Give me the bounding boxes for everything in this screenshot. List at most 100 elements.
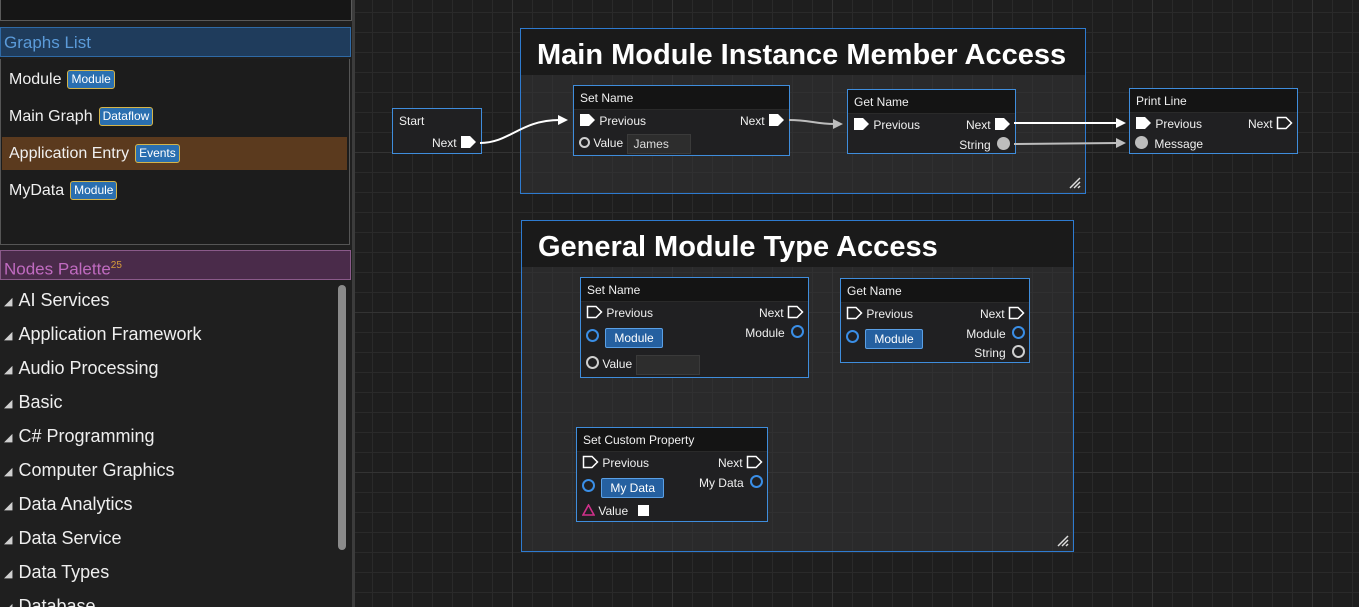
graphs-list-header[interactable]: Graphs List [0, 27, 351, 57]
category-label: Computer Graphics [18, 460, 175, 480]
flow-in-pin-icon[interactable] [586, 305, 603, 319]
expand-triangle-icon[interactable]: ◢ [4, 534, 13, 546]
node-title: Get Name [848, 90, 1015, 114]
next-output-row: Next [432, 133, 477, 153]
palette-category-data-analytics[interactable]: ◢Data Analytics [4, 492, 133, 518]
flow-out-pin-icon[interactable] [460, 135, 477, 149]
flow-in-pin-icon[interactable] [579, 113, 596, 127]
expand-triangle-icon[interactable]: ◢ [4, 500, 13, 512]
palette-category-csharp-programming[interactable]: ◢ C# Programming [4, 424, 155, 450]
nodes-palette-header[interactable]: Nodes Palette25 [0, 250, 351, 280]
flow-in-pin-icon[interactable] [582, 455, 599, 469]
graph-type-badge: Module [70, 181, 118, 200]
value-checkbox[interactable] [637, 505, 649, 516]
graph-item-mydata[interactable]: MyData Module [2, 174, 347, 207]
flow-out-pin-icon[interactable] [1276, 116, 1293, 130]
expand-triangle-icon[interactable]: ◢ [4, 466, 13, 478]
expand-triangle-icon[interactable]: ◢ [4, 568, 13, 580]
flow-out-pin-icon[interactable] [768, 113, 785, 127]
flow-in-pin-icon[interactable] [1135, 116, 1152, 130]
data-in-pin-icon[interactable] [586, 356, 599, 369]
node-set-name[interactable]: Set Name Previous Next Value James [573, 85, 790, 156]
flow-in-pin-icon[interactable] [853, 117, 870, 131]
pin-label: Previous [599, 114, 647, 128]
group-title[interactable]: General Module Type Access [522, 221, 1073, 267]
expand-triangle-icon[interactable]: ◢ [4, 330, 13, 342]
pin-label: Previous [866, 307, 914, 321]
module-input-row: Module [846, 328, 923, 349]
expand-triangle-icon[interactable]: ◢ [4, 296, 13, 308]
palette-category-ai-services[interactable]: ◢AI Services [4, 288, 110, 314]
graph-item-application-entry[interactable]: Application Entry Events [2, 137, 347, 170]
panel-splitter[interactable] [352, 0, 355, 607]
previous-input-row: Previous [853, 115, 920, 135]
value-input[interactable] [635, 354, 700, 375]
data-out-pin-icon[interactable] [1012, 345, 1025, 358]
node-start[interactable]: Start Next [392, 108, 482, 154]
module-out-pin-icon[interactable] [791, 325, 804, 338]
data-output-row: My Data [699, 473, 763, 493]
expand-triangle-icon[interactable]: ◢ [4, 398, 13, 410]
message-input-row: Message [1135, 134, 1203, 154]
module-in-pin-icon[interactable] [846, 330, 859, 343]
resize-grip-icon[interactable] [1069, 177, 1081, 189]
data-out-pin-icon[interactable] [997, 137, 1010, 150]
data-in-pin-icon[interactable] [582, 479, 595, 492]
module-type-chip[interactable]: Module [605, 327, 663, 348]
group-title[interactable]: Main Module Instance Member Access [521, 29, 1085, 75]
graph-item-label: MyData [9, 182, 65, 199]
pin-label: Value [593, 136, 624, 150]
palette-category-computer-graphics[interactable]: ◢ Computer Graphics [4, 458, 175, 484]
graph-type-badge: Events [135, 144, 180, 163]
palette-category-application-framework[interactable]: ◢Application Framework [4, 322, 202, 348]
palette-scrollbar[interactable] [338, 285, 346, 550]
pin-label: Previous [873, 118, 921, 132]
pin-label: Value [602, 357, 633, 371]
data-in-pin-icon[interactable] [579, 137, 590, 148]
module-in-pin-icon[interactable] [586, 329, 599, 342]
nodes-palette-title: Nodes Palette [4, 259, 111, 279]
flow-out-pin-icon[interactable] [787, 305, 804, 319]
data-in-pin-icon[interactable] [1135, 136, 1148, 149]
graph-type-badge: Module [67, 70, 115, 89]
triangle-pin-icon[interactable] [582, 504, 595, 516]
next-output-row: Next [759, 303, 804, 323]
string-output-row: String [974, 343, 1025, 363]
flow-out-pin-icon[interactable] [746, 455, 763, 469]
flow-out-pin-icon[interactable] [994, 117, 1011, 131]
node-get-name-type[interactable]: Get Name Previous Next Module Module Str… [840, 278, 1030, 363]
previous-input-row: Previous [1135, 114, 1202, 134]
palette-category-database[interactable]: ◢Database [4, 594, 96, 607]
palette-category-data-types[interactable]: ◢Data Types [4, 560, 109, 586]
category-label: C# Programming [18, 426, 155, 446]
pin-label: Next [758, 306, 784, 320]
previous-input-row: Previous [846, 304, 913, 324]
graph-item-label: Application Entry [9, 145, 130, 162]
node-set-custom-property[interactable]: Set Custom Property Previous Next My Dat… [576, 427, 768, 522]
pin-label: Next [979, 307, 1005, 321]
pin-label: Module [745, 326, 785, 340]
data-out-pin-icon[interactable] [750, 475, 763, 488]
module-type-chip[interactable]: Module [865, 328, 923, 349]
flow-out-pin-icon[interactable] [1008, 306, 1025, 320]
node-get-name[interactable]: Get Name Previous Next String [847, 89, 1016, 154]
flow-in-pin-icon[interactable] [846, 306, 863, 320]
palette-category-audio-processing[interactable]: ◢Audio Processing [4, 356, 159, 382]
graph-item-module[interactable]: Module Module [2, 63, 347, 96]
expand-triangle-icon[interactable]: ◢ [4, 602, 12, 607]
palette-category-basic[interactable]: ◢Basic [4, 390, 62, 416]
pin-label: Next [717, 456, 743, 470]
graph-item-label: Module [9, 71, 62, 88]
expand-triangle-icon[interactable]: ◢ [4, 432, 13, 444]
next-output-row: Next [740, 111, 785, 131]
value-input[interactable]: James [626, 133, 691, 154]
node-set-name-type[interactable]: Set Name Previous Next Module Module Val… [580, 277, 809, 378]
node-print-line[interactable]: Print Line Previous Next Message [1129, 88, 1298, 154]
palette-category-data-service[interactable]: ◢ Data Service [4, 526, 122, 552]
expand-triangle-icon[interactable]: ◢ [4, 364, 13, 376]
data-type-chip[interactable]: My Data [601, 477, 665, 498]
category-label: Data Service [18, 528, 122, 548]
resize-grip-icon[interactable] [1057, 535, 1069, 547]
module-out-pin-icon[interactable] [1012, 326, 1025, 339]
